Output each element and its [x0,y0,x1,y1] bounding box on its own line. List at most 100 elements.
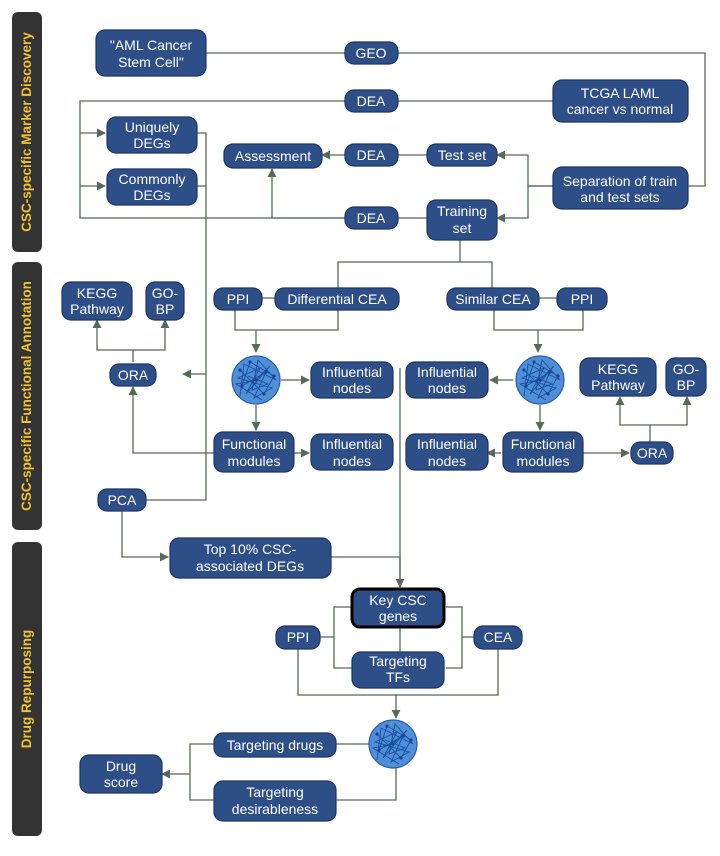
node-influential-4: Influential nodes [405,433,489,471]
node-separation: Separation of train and test sets [552,166,689,210]
network-graph-icon [368,719,418,769]
svg-text:desirableness: desirableness [232,801,318,817]
svg-text:PCA: PCA [108,492,137,508]
svg-text:genes: genes [379,608,417,624]
svg-text:GO-: GO- [152,285,179,301]
svg-text:GEO: GEO [355,45,386,61]
svg-text:DEGs: DEGs [133,187,170,203]
svg-text:PPI: PPI [287,629,310,645]
svg-text:modules: modules [517,453,570,469]
node-ppi-bottom: PPI [275,625,321,650]
svg-text:DEA: DEA [357,93,386,109]
svg-text:Influential: Influential [322,364,382,380]
svg-text:nodes: nodes [333,380,371,396]
svg-text:BP: BP [677,377,696,393]
stage-label-annotation: CSC-specific Functional Annotation [19,281,34,511]
node-ora-left: ORA [109,363,157,387]
svg-text:modules: modules [228,453,281,469]
node-targeting-drugs: Targeting drugs [213,732,337,758]
node-cea-bottom: CEA [473,625,523,650]
svg-text:Top 10% CSC-: Top 10% CSC- [204,541,297,557]
node-geo: GEO [344,41,399,65]
node-dea-train: DEA [344,206,399,230]
svg-text:BP: BP [156,301,175,317]
node-training-set: Training set [426,199,498,241]
svg-text:TCGA LAML: TCGA LAML [581,85,660,101]
node-commonly-degs: Commonly DEGs [106,168,198,206]
svg-text:nodes: nodes [428,380,466,396]
svg-text:Separation of train: Separation of train [563,173,677,189]
svg-text:Test set: Test set [438,147,486,163]
stage-band-discovery: CSC-specific Marker Discovery [12,12,42,252]
svg-text:Influential: Influential [417,364,477,380]
node-influential-3: Influential nodes [310,433,394,471]
stage-band-repurposing: Drug Repurposing [12,542,42,836]
svg-text:DEGs: DEGs [133,135,170,151]
svg-text:Stem Cell": Stem Cell" [118,54,184,70]
node-top10-degs: Top 10% CSC- associated DEGs [169,537,332,579]
node-similar-cea: Similar CEA [446,287,540,311]
node-targeting-tfs: Targeting TFs [351,651,445,689]
node-assessment: Assessment [223,143,323,169]
network-graph-icon [515,355,565,405]
node-pca: PCA [97,488,147,512]
node-key-csc-genes: Key CSC genes [350,587,446,629]
stage-band-annotation: CSC-specific Functional Annotation [12,262,42,530]
svg-text:Drug: Drug [106,758,136,774]
stage-label-discovery: CSC-specific Marker Discovery [19,32,34,232]
svg-text:PPI: PPI [571,291,594,307]
svg-text:and test sets: and test sets [580,189,659,205]
svg-text:nodes: nodes [333,453,371,469]
node-gobp-right: GO- BP [665,357,707,397]
svg-text:Differential CEA: Differential CEA [287,291,387,307]
svg-text:Key CSC: Key CSC [369,592,427,608]
svg-text:"AML Cancer: "AML Cancer [110,37,193,53]
node-kegg-left: KEGG Pathway [61,281,133,321]
svg-text:ORA: ORA [118,367,149,383]
stage-label-repurposing: Drug Repurposing [19,630,34,749]
svg-text:ORA: ORA [637,445,668,461]
svg-text:nodes: nodes [428,453,466,469]
svg-text:Pathway: Pathway [591,377,645,393]
svg-text:PPI: PPI [227,291,250,307]
node-targeting-desirableness: Targeting desirableness [213,780,337,822]
node-uniquely-degs: Uniquely DEGs [106,116,198,154]
svg-text:Similar CEA: Similar CEA [455,291,531,307]
connectors [79,52,706,801]
node-functional-right: Functional modules [502,431,584,473]
node-ora-right: ORA [630,441,674,465]
svg-text:Assessment: Assessment [235,148,311,164]
svg-text:Targeting: Targeting [369,653,427,669]
svg-text:DEA: DEA [357,210,386,226]
node-gobp-left: GO- BP [145,281,185,321]
svg-text:Influential: Influential [417,436,477,452]
node-ppi-right: PPI [556,287,608,311]
svg-text:CEA: CEA [484,629,513,645]
node-differential-cea: Differential CEA [274,287,400,311]
node-ppi-left: PPI [213,287,263,311]
svg-text:Targeting: Targeting [246,784,304,800]
svg-text:Functional: Functional [222,436,287,452]
svg-text:Uniquely: Uniquely [125,119,179,135]
node-influential-1: Influential nodes [310,361,394,399]
svg-text:associated DEGs: associated DEGs [196,558,304,574]
node-dea-test: DEA [344,143,399,167]
node-influential-2: Influential nodes [405,361,489,399]
node-drug-score: Drug score [79,754,163,794]
node-aml-query: "AML Cancer Stem Cell" [95,29,207,77]
svg-text:score: score [104,774,138,790]
svg-text:DEA: DEA [357,147,386,163]
svg-text:Commonly: Commonly [119,171,186,187]
svg-text:cancer vs normal: cancer vs normal [567,101,674,117]
svg-text:Training: Training [437,203,487,219]
svg-text:TFs: TFs [386,669,410,685]
svg-text:Functional: Functional [511,436,576,452]
network-graph-icon [231,355,281,405]
svg-text:Targeting drugs: Targeting drugs [227,737,324,753]
node-dea-top: DEA [344,89,399,113]
svg-text:set: set [453,220,472,236]
svg-text:Influential: Influential [322,436,382,452]
svg-text:GO-: GO- [673,361,700,377]
svg-text:KEGG: KEGG [598,361,638,377]
